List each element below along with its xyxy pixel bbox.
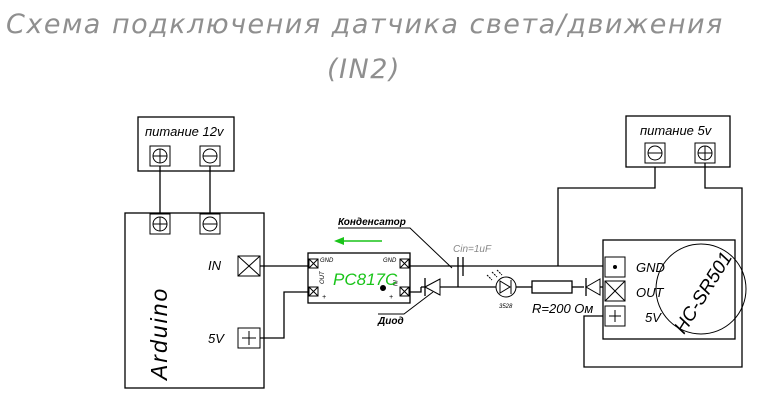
optocoupler: GND OUT GND IN + + PC817C xyxy=(307,252,411,304)
opto-pin-gnd-right: GND xyxy=(383,258,397,264)
power-12v-block: питание 12v xyxy=(137,116,235,172)
pir-sensor: GND OUT 5V HC-SR501 xyxy=(602,239,747,340)
opto-pin-in: IN xyxy=(391,280,397,287)
arduino-pin-5v-label: 5V xyxy=(208,331,225,346)
opto-name: PC817C xyxy=(333,270,398,289)
sensor-pin-gnd: GND xyxy=(636,260,665,275)
resistor-value: R=200 Ом xyxy=(532,301,593,316)
opto-plus-left: + xyxy=(322,294,326,301)
resistor: R=200 Ом xyxy=(531,280,593,316)
arduino-board: Arduino IN 5V xyxy=(124,212,265,389)
led: 3528 xyxy=(486,269,517,310)
diode xyxy=(423,278,441,296)
pin1-dot-icon xyxy=(380,285,386,291)
arduino-label: Arduino xyxy=(146,287,172,382)
opto-pin-gnd-left: GND xyxy=(320,258,334,264)
diagram-title-line2: (IN2) xyxy=(327,54,401,85)
power-5v-label: питание 5v xyxy=(640,123,713,138)
diode-label: Диод xyxy=(377,316,404,327)
led-label: 3528 xyxy=(499,304,513,310)
arrow-left-icon xyxy=(334,237,382,245)
arduino-pin-in-label: IN xyxy=(208,258,222,273)
capacitor-value: Cin=1uF xyxy=(453,244,492,255)
opto-pin-out: OUT xyxy=(320,270,326,284)
power-12v-label: питание 12v xyxy=(145,124,225,139)
diagram-title-line1: Схема подключения датчика света/движения xyxy=(6,9,724,40)
sensor-pin-out: OUT xyxy=(636,285,665,300)
power-5v-block: питание 5v xyxy=(625,115,731,168)
capacitor-label: Конденсатор xyxy=(338,217,406,228)
opto-plus-right: + xyxy=(389,294,393,301)
capacitor: Cin=1uF xyxy=(453,244,492,287)
sensor-diode xyxy=(584,278,601,296)
sensor-pin-5v: 5V xyxy=(645,310,662,325)
